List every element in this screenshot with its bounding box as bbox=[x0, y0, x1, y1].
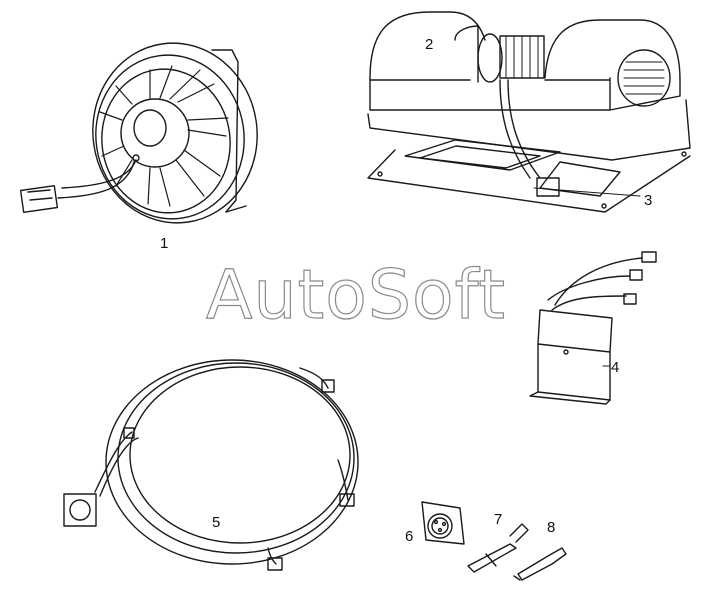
terminal-7 bbox=[467, 523, 529, 573]
blower-unit bbox=[369, 11, 681, 179]
callout-7: 7 bbox=[494, 511, 503, 528]
terminal-8 bbox=[513, 547, 567, 581]
callout-6: 6 bbox=[405, 528, 414, 545]
callout-1: 1 bbox=[160, 235, 169, 252]
resistor-bracket bbox=[529, 251, 657, 405]
callout-2: 2 bbox=[425, 36, 434, 53]
connector-socket bbox=[421, 501, 465, 545]
callout-8: 8 bbox=[547, 519, 556, 536]
wiring-harness bbox=[63, 359, 359, 571]
mounting-frame bbox=[367, 99, 691, 213]
callout-3: 3 bbox=[644, 192, 653, 209]
callout-5: 5 bbox=[212, 514, 221, 531]
callout-4: 4 bbox=[611, 359, 620, 376]
watermark: AutoSoft bbox=[205, 256, 507, 335]
axial-fan bbox=[19, 42, 258, 224]
leader-lines bbox=[533, 187, 641, 367]
